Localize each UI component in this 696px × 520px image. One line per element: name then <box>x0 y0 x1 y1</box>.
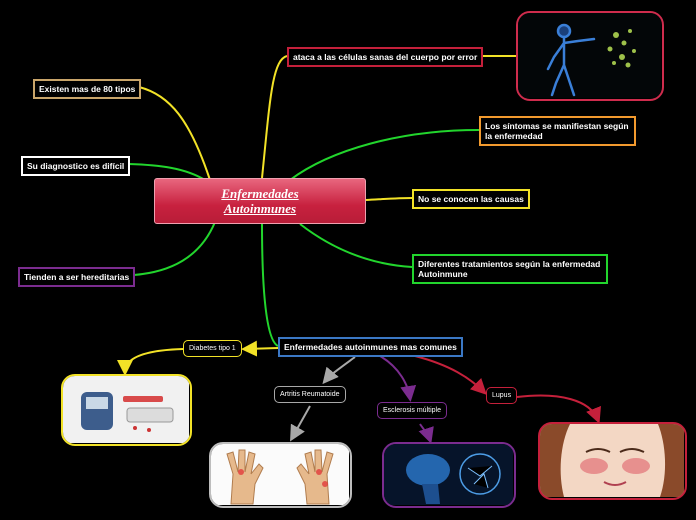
xray-body-illustration <box>518 13 661 98</box>
topic-causas-label: No se conocen las causas <box>418 194 524 204</box>
topic-comunes-label: Enfermedades autoinmunes mas comunes <box>284 342 457 352</box>
topic-ataca-label: ataca a las células sanas del cuerpo por… <box>293 52 478 62</box>
link-esclerosis-image <box>418 423 434 444</box>
link-hereditarias <box>133 221 216 276</box>
link-diagnostico <box>128 163 206 181</box>
topic-hereditarias[interactable]: Tienden a ser hereditarias <box>18 267 136 287</box>
glucose-meter-illustration <box>63 376 189 443</box>
central-title-line1: Enfermedades <box>221 186 299 201</box>
link-lupus-image <box>516 394 601 424</box>
hands-xray-illustration <box>211 444 349 505</box>
topic-ataca[interactable]: ataca a las células sanas del cuerpo por… <box>287 47 484 67</box>
disease-artritis-label: Artritis Reumatoide <box>280 391 340 398</box>
topic-tratamientos-label: Diferentes tratamientos según la enferme… <box>418 259 601 279</box>
disease-esclerosis-label: Esclerosis múltiple <box>383 407 441 414</box>
link-esclerosis <box>379 355 417 402</box>
central-title-line2: Autoinmunes <box>223 201 297 216</box>
image-arthritis-hands <box>209 442 352 508</box>
disease-artritis[interactable]: Artritis Reumatoide <box>274 386 346 403</box>
image-lupus-face <box>538 422 687 500</box>
disease-diabetes[interactable]: Diabetes tipo 1 <box>183 340 242 357</box>
topic-sintomas[interactable]: Los síntomas se manifiestan según la enf… <box>479 116 636 146</box>
link-diabetes-image <box>117 348 184 376</box>
topic-hereditarias-label: Tienden a ser hereditarias <box>24 272 130 282</box>
topic-sintomas-label: Los síntomas se manifiestan según la enf… <box>485 121 629 141</box>
link-sintomas <box>289 129 480 181</box>
disease-lupus[interactable]: Lupus <box>486 387 518 404</box>
topic-tratamientos[interactable]: Diferentes tratamientos según la enferme… <box>412 254 608 284</box>
disease-lupus-label: Lupus <box>492 392 512 399</box>
link-artritis-image <box>290 405 311 442</box>
link-tratamientos <box>299 223 413 268</box>
link-artritis <box>322 356 356 385</box>
topic-causas[interactable]: No se conocen las causas <box>412 189 530 209</box>
topic-comunes[interactable]: Enfermedades autoinmunes mas comunes <box>278 337 463 357</box>
disease-diabetes-label: Diabetes tipo 1 <box>189 345 236 352</box>
disease-esclerosis[interactable]: Esclerosis múltiple <box>377 402 447 419</box>
link-tipos <box>138 86 211 181</box>
image-brain-scan <box>382 442 516 508</box>
link-lupus <box>414 355 487 395</box>
topic-diagnostico-label: Su diagnostico es difícil <box>27 161 125 171</box>
face-rash-illustration <box>540 424 684 497</box>
central-topic[interactable]: Enfermedades Autoinmunes <box>154 178 366 224</box>
link-ataca <box>261 55 288 179</box>
image-body-attack <box>516 11 664 101</box>
topic-tipos-label: Existen mas de 80 tipos <box>39 84 136 94</box>
link-comunes <box>261 223 279 347</box>
link-causas <box>365 197 413 201</box>
image-glucose-meter <box>61 374 192 446</box>
topic-diagnostico[interactable]: Su diagnostico es difícil <box>21 156 131 176</box>
brain-illustration <box>384 444 513 505</box>
topic-tipos[interactable]: Existen mas de 80 tipos <box>33 79 142 99</box>
link-diabetes <box>241 340 279 357</box>
